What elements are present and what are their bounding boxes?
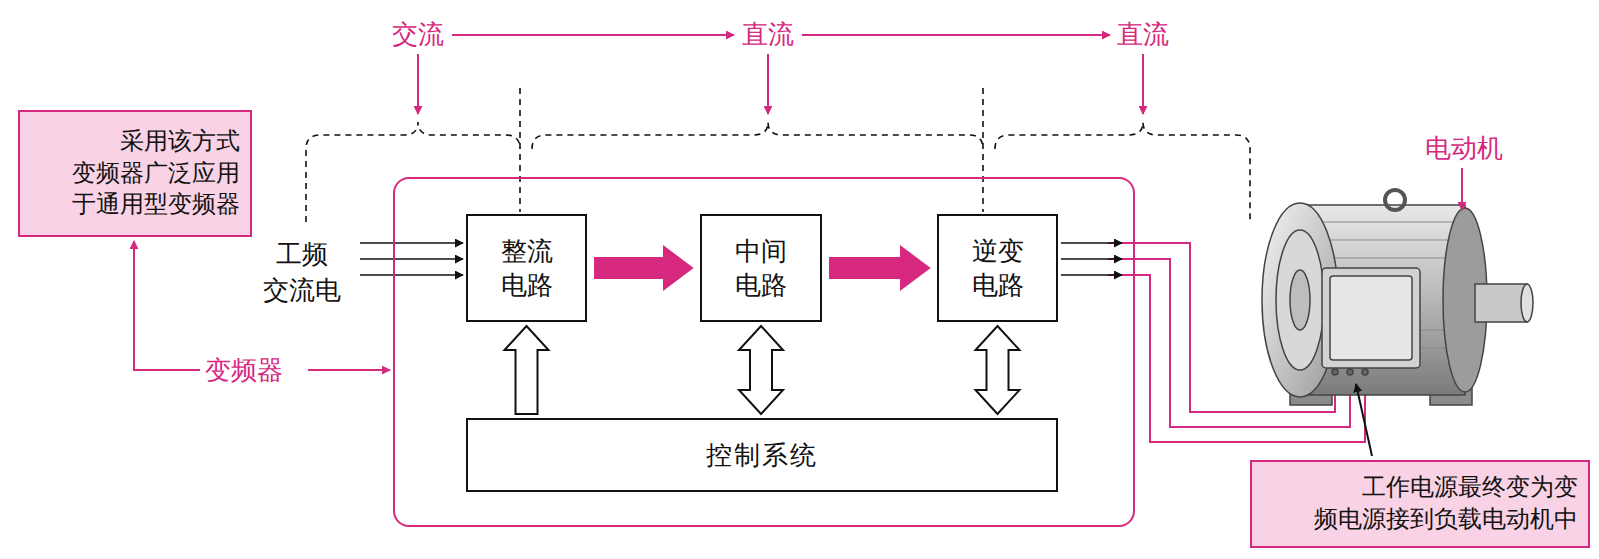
inverter-frame: 变频器整流 电路中间 电路逆变 电路控制系统 <box>393 177 1135 527</box>
flow-arrow <box>595 247 692 289</box>
process-box: 中间 电路 <box>700 214 822 322</box>
dashed-brackets <box>306 88 1250 222</box>
output-arrow <box>1061 274 1122 276</box>
terminal-lid <box>1330 276 1412 360</box>
pointer-arrow <box>1356 384 1372 456</box>
terminal <box>1347 369 1353 375</box>
leader-arrow <box>134 241 200 370</box>
cooling-fins <box>1310 221 1460 222</box>
motor-label: 电动机 <box>1425 130 1503 166</box>
current-label: 直流 <box>742 16 794 52</box>
divider-line <box>519 88 521 212</box>
cooling-fins <box>1310 222 1460 382</box>
front-ring <box>1276 230 1324 370</box>
note-box: 工作电源最终变为变 频电源接到负载电动机中 <box>1250 460 1590 548</box>
control-box: 控制系统 <box>466 418 1058 492</box>
node-text: 控制系统 <box>706 438 818 472</box>
output-arrow <box>1061 242 1122 244</box>
motor-illustration <box>1262 190 1533 405</box>
divider-line <box>982 88 984 212</box>
terminal <box>1362 369 1368 375</box>
pointer-arrow <box>1461 168 1463 210</box>
shaft-end <box>1521 284 1533 322</box>
leader-lines <box>134 241 390 370</box>
pointer-arrow <box>767 54 769 114</box>
hollow-arrow <box>739 326 783 414</box>
process-box: 逆变 电路 <box>937 214 1058 322</box>
flow-arrow <box>802 34 1110 36</box>
node-text: 采用该方式 变频器广泛应用 于通用型变频器 <box>30 126 240 221</box>
pointer-arrow <box>1142 54 1144 114</box>
process-box: 整流 电路 <box>466 214 587 322</box>
terminal <box>1332 369 1338 375</box>
cooling-fins <box>1310 239 1460 240</box>
motor-shaft <box>1475 284 1527 322</box>
output-arrow <box>1061 258 1122 260</box>
bracket <box>995 122 1250 222</box>
current-label: 交流 <box>392 16 444 52</box>
current-label: 直流 <box>1117 16 1169 52</box>
flow-arrow <box>452 34 734 36</box>
cooling-fins <box>1310 381 1460 382</box>
input-arrows <box>360 243 463 275</box>
node-text: 中间 电路 <box>732 234 789 303</box>
eyebolt <box>1385 190 1405 210</box>
frame-title: 变频器 <box>205 353 283 388</box>
input-arrow <box>360 274 463 276</box>
bracket <box>306 122 520 222</box>
motor-pointers <box>1356 168 1462 456</box>
node-text: 工作电源最终变为变 频电源接到负载电动机中 <box>1262 472 1578 535</box>
bracket <box>532 122 983 149</box>
note-box: 采用该方式 变频器广泛应用 于通用型变频器 <box>18 110 252 237</box>
input-arrow <box>360 242 463 244</box>
input-arrow <box>360 258 463 260</box>
pointer-arrow <box>417 54 419 114</box>
front-hub <box>1290 270 1310 330</box>
hollow-arrow <box>976 326 1020 414</box>
input-label: 工频 交流电 <box>252 236 352 309</box>
hollow-arrow <box>505 326 549 414</box>
node-text: 整流 电路 <box>498 234 555 303</box>
flow-arrow <box>830 247 929 289</box>
node-text: 逆变 电路 <box>969 234 1026 303</box>
leader-arrow <box>308 369 390 371</box>
terminal-box <box>1322 268 1420 368</box>
